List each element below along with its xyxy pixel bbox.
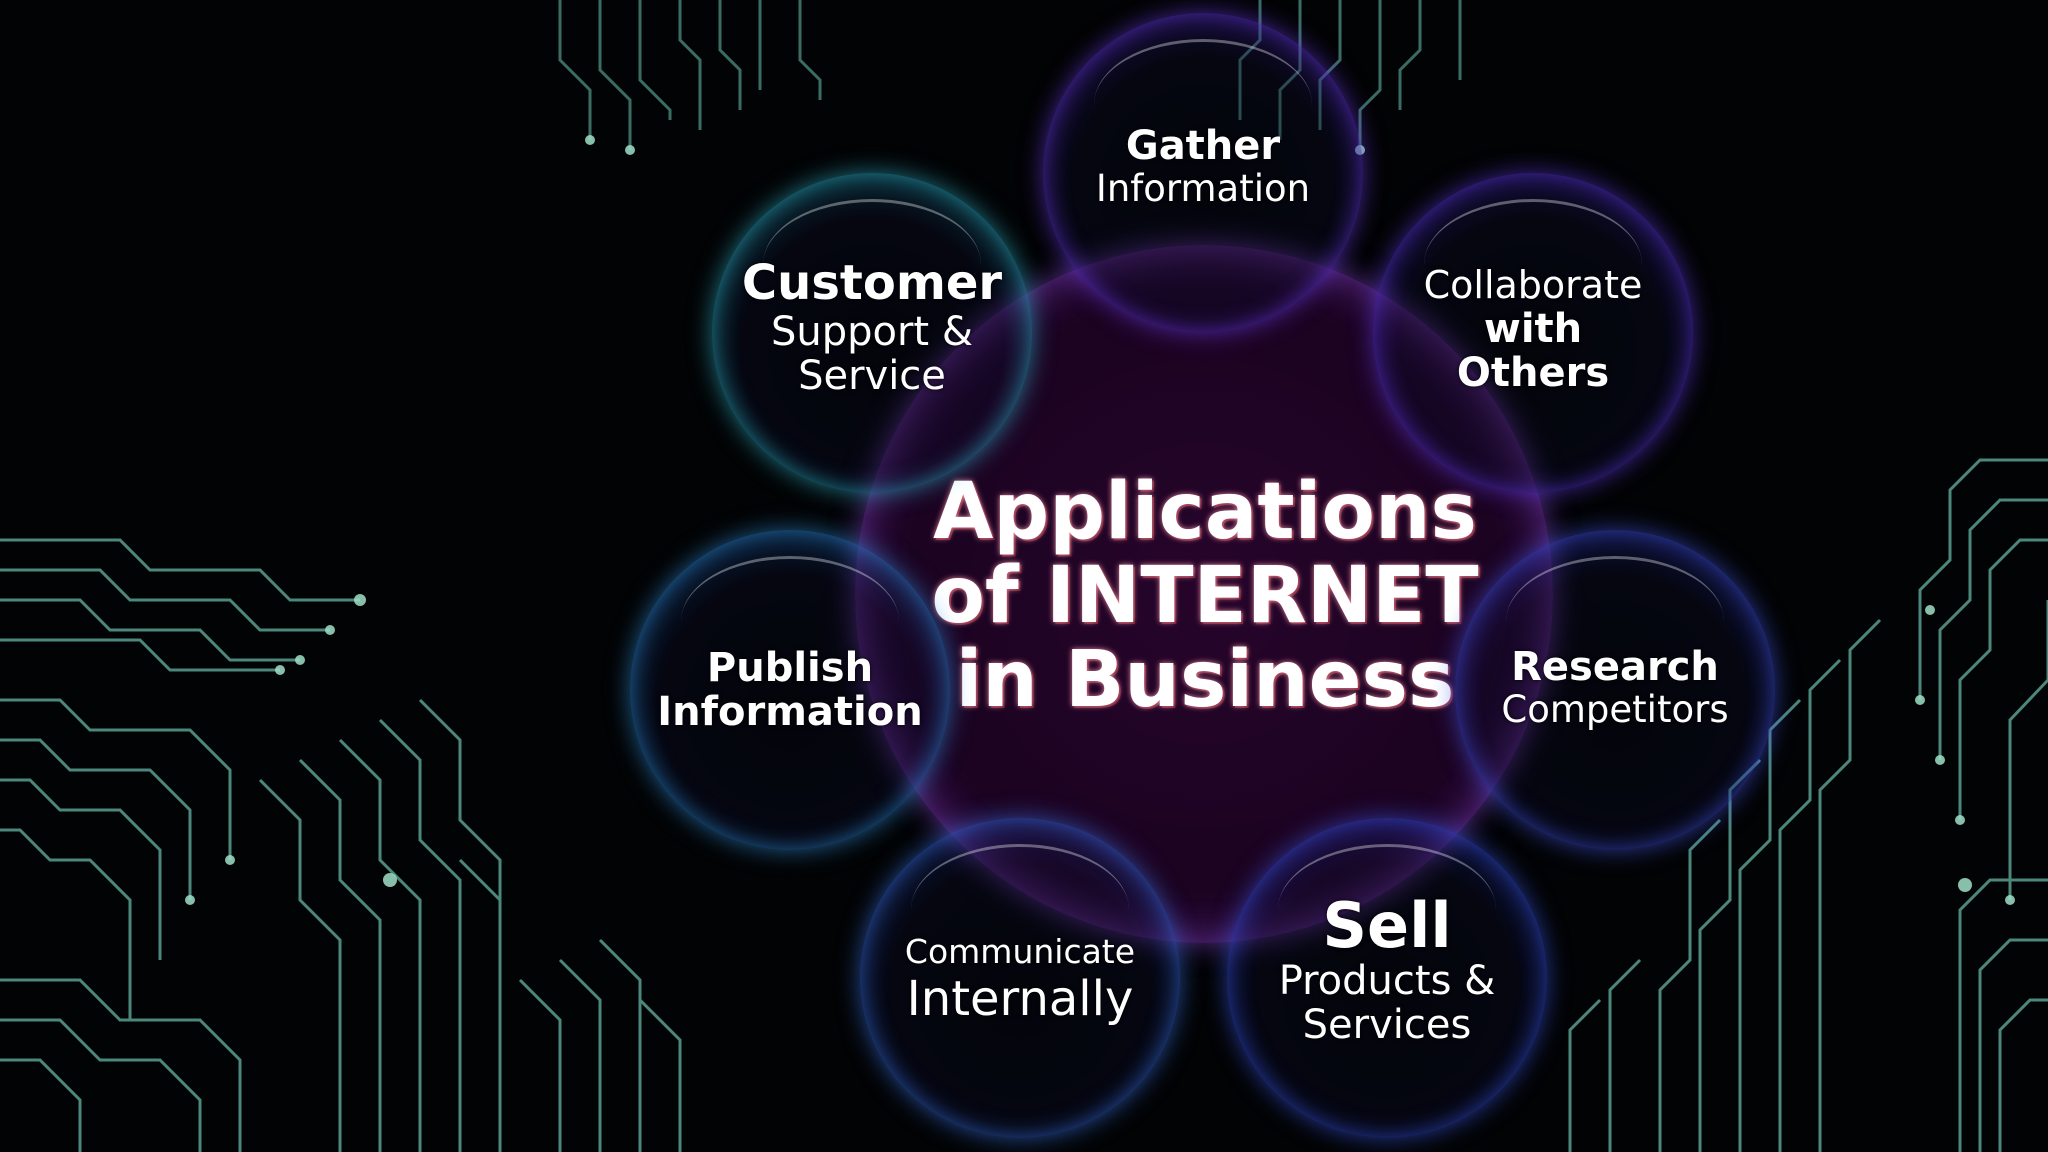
- research-line-1: Research: [1511, 644, 1719, 690]
- bubble-research-competitors: [1455, 530, 1775, 850]
- bubble-collaborate-with-others: [1373, 173, 1693, 493]
- collaborate-line-3: Others: [1456, 350, 1610, 396]
- sell-line-1: Sell: [1322, 889, 1452, 962]
- bubble-collaborate-with-others-text: Collaborate with Others: [1383, 263, 1683, 395]
- bubble-research-competitors-text: Research Competitors: [1465, 645, 1765, 731]
- hub-title-line-1: Applications: [933, 467, 1477, 557]
- bubble-publish-information-text: Publish Information: [640, 646, 940, 734]
- bubble-publish-information: [630, 530, 950, 850]
- bubble-sell-products-services-text: Sell Products & Services: [1237, 889, 1537, 1048]
- gather-line-1: Gather: [1125, 123, 1281, 169]
- circuit-pads: [185, 135, 2015, 905]
- sell-line-3: Services: [1302, 1002, 1472, 1048]
- research-line-2: Competitors: [1501, 688, 1729, 731]
- communicate-line-1: Communicate: [904, 932, 1136, 971]
- bubble-customer-support-service: [712, 173, 1032, 493]
- gather-line-2: Information: [1095, 167, 1311, 210]
- bubble-gather-information: [1043, 13, 1363, 333]
- customer-line-3: Service: [798, 353, 946, 399]
- circuit-traces-right: [1568, 458, 2048, 1152]
- customer-line-1: Customer: [741, 255, 1003, 311]
- bubble-gather-information-text: Gather Information: [1053, 124, 1353, 210]
- circuit-traces-left: [0, 538, 682, 1152]
- hub-title: Applications of INTERNET in Business: [900, 470, 1510, 722]
- bubble-sell-products-services: [1227, 818, 1547, 1138]
- publish-line-1: Publish: [706, 645, 874, 691]
- bubble-communicate-internally-text: Communicate Internally: [870, 932, 1170, 1026]
- collaborate-line-1: Collaborate: [1423, 263, 1643, 307]
- hub-title-line-2: of INTERNET: [931, 551, 1479, 641]
- bubble-communicate-internally: [860, 818, 1180, 1138]
- customer-line-2: Support &: [770, 309, 974, 355]
- hub-title-line-3: in Business: [955, 635, 1455, 725]
- publish-line-2: Information: [657, 689, 923, 735]
- communicate-line-2: Internally: [906, 971, 1134, 1027]
- bubble-customer-support-service-text: Customer Support & Service: [722, 256, 1022, 398]
- sell-line-2: Products &: [1278, 958, 1496, 1004]
- collaborate-line-2: with: [1483, 306, 1583, 352]
